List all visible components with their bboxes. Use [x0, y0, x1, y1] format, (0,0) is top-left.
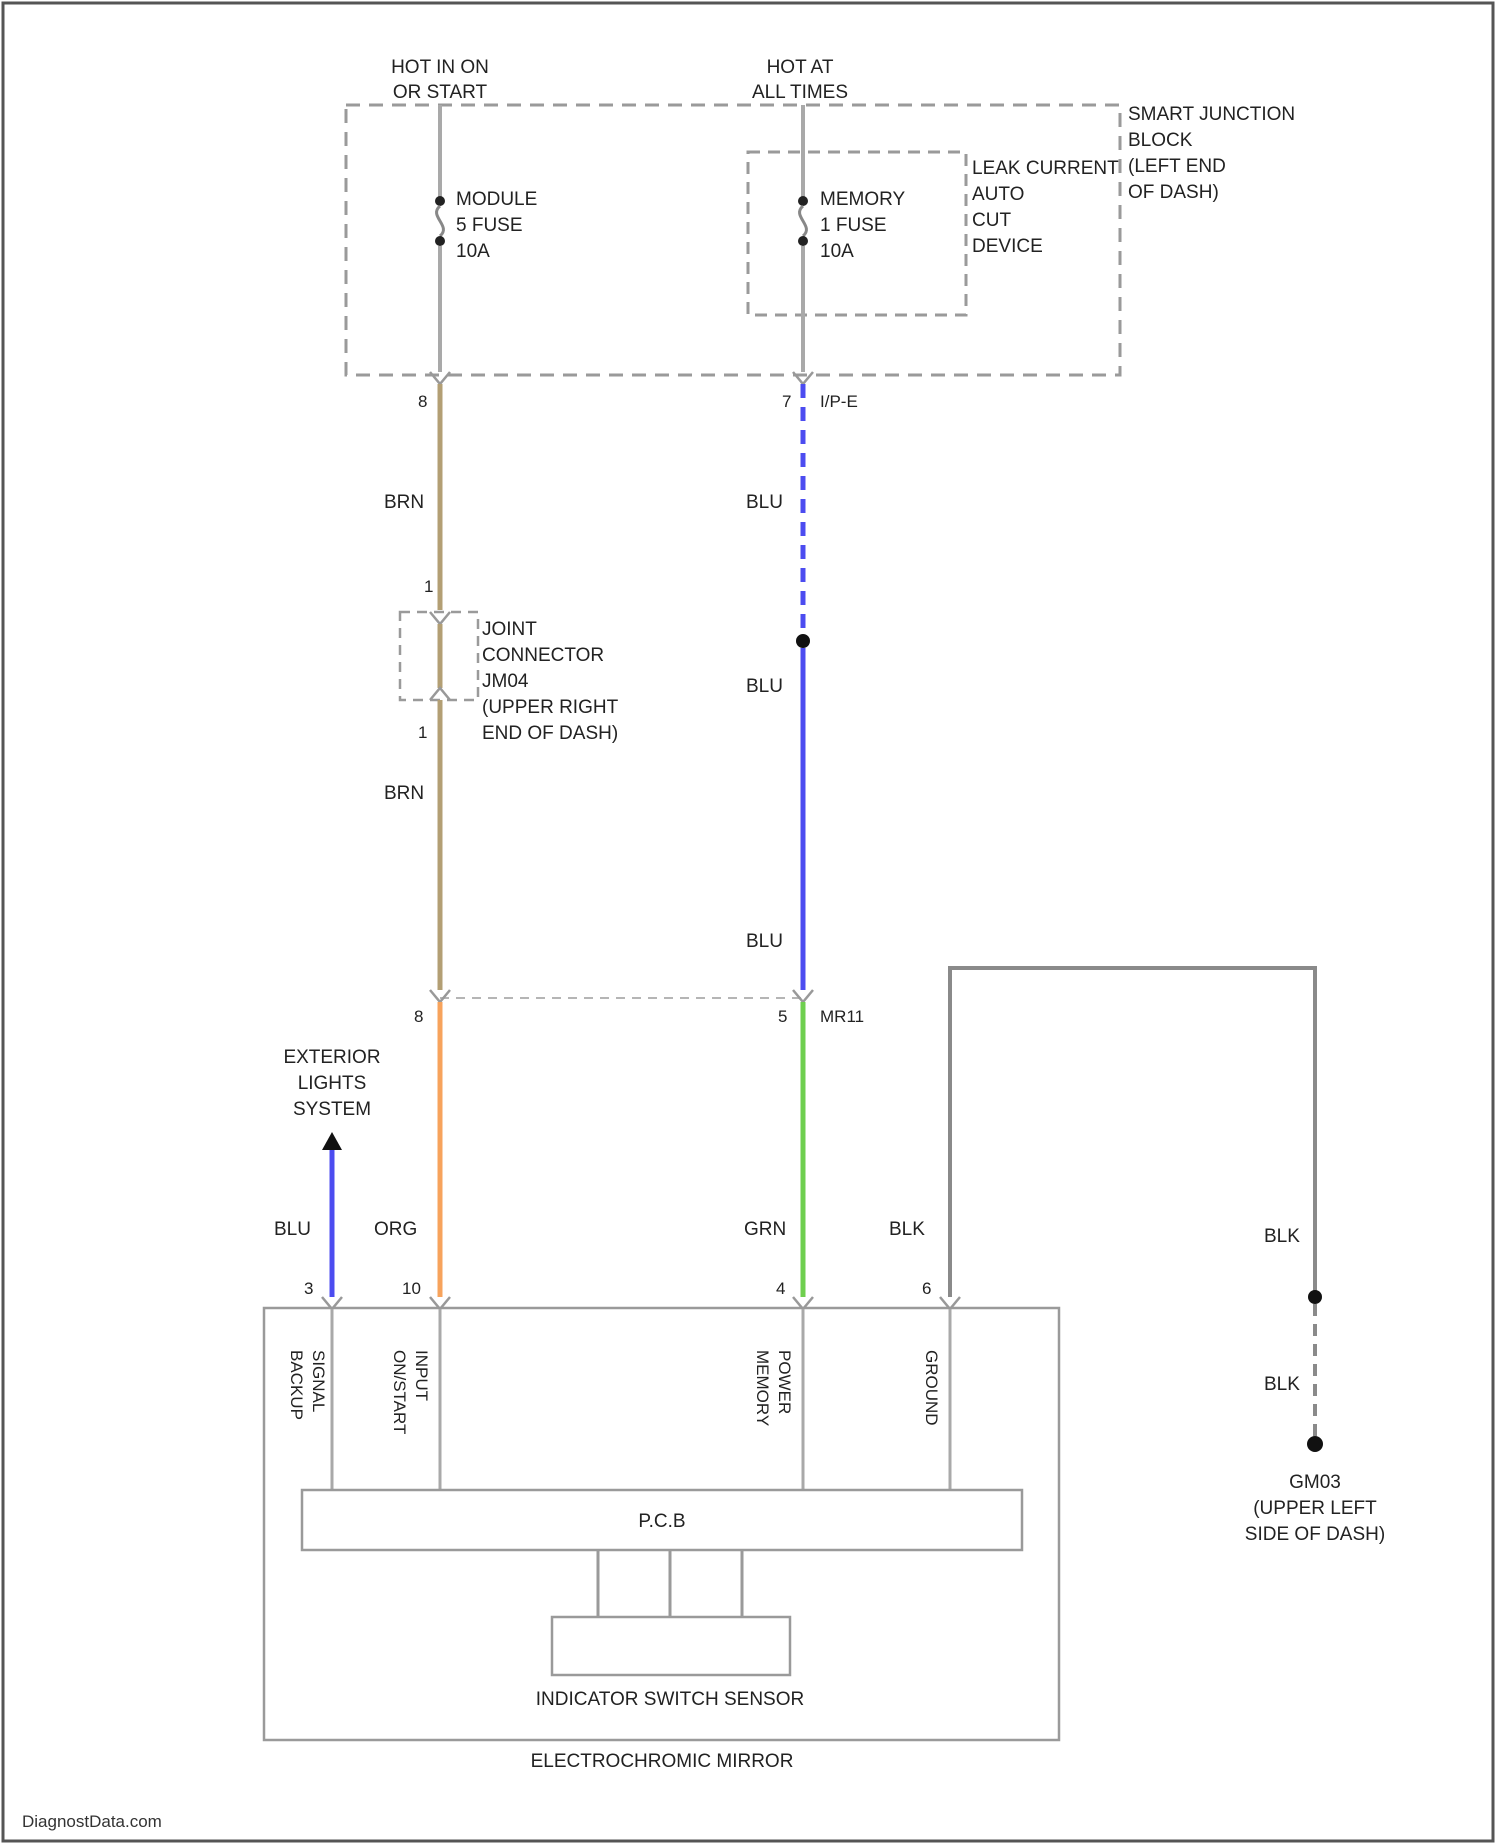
input-backup-line2: SIGNAL [309, 1350, 328, 1412]
source-left-line1: HOT IN ON [391, 57, 489, 78]
blu-lower-label: BLU [746, 931, 783, 952]
fuse-memory-name: MEMORY [820, 189, 905, 210]
fuse-module-rating: 10A [456, 241, 490, 262]
joint-bottom-terminal [430, 688, 450, 700]
mr11-left-terminal [430, 990, 450, 1002]
exterior-label-line2: LIGHTS [298, 1073, 367, 1094]
sjb-label-line3: (LEFT END [1128, 156, 1226, 177]
fuse-module-name: MODULE [456, 189, 537, 210]
input-backup-line1: BACKUP [287, 1350, 306, 1420]
mr11-right-terminal [793, 990, 813, 1002]
joint-bottom-pin: 1 [418, 723, 427, 742]
blu-splice-dot [796, 634, 810, 648]
brn-upper-label: BRN [384, 492, 424, 513]
org-label: ORG [374, 1219, 417, 1240]
blu-upper-label: BLU [746, 492, 783, 513]
mirror-pin-memory: 4 [776, 1279, 785, 1298]
fuse-module-symbol [437, 206, 444, 236]
joint-label-line5: END OF DASH) [482, 723, 618, 744]
blk-ground-upper-label: BLK [1264, 1226, 1300, 1247]
mr11-right-pin: 5 [778, 1007, 787, 1026]
watermark: DiagnostData.com [22, 1812, 162, 1831]
fuse-memory-number: 1 FUSE [820, 215, 887, 236]
fuse-module-terminal-top [435, 196, 445, 206]
grn-label: GRN [744, 1219, 786, 1240]
fuse-memory-rating: 10A [820, 241, 854, 262]
mr11-connector-id: MR11 [820, 1007, 864, 1026]
mirror-pin-onstart: 10 [402, 1279, 421, 1298]
indicator-sensor-box [552, 1617, 790, 1675]
pcb-label: P.C.B [638, 1511, 685, 1532]
leak-label-line3: CUT [972, 210, 1011, 231]
ground-point-line1: GM03 [1289, 1472, 1341, 1493]
exterior-label-line1: EXTERIOR [283, 1047, 380, 1068]
leak-label-line1: LEAK CURRENT [972, 158, 1119, 179]
fuse-module-number: 5 FUSE [456, 215, 523, 236]
joint-label-line2: CONNECTOR [482, 645, 604, 666]
sjb-left-terminal [430, 372, 450, 384]
sjb-label-line1: SMART JUNCTION [1128, 104, 1295, 125]
sjb-left-pin: 8 [418, 392, 427, 411]
ground-point-symbol [1307, 1436, 1323, 1452]
source-right-line2: ALL TIMES [752, 82, 848, 103]
joint-top-terminal [430, 612, 450, 624]
ground-point-line2: (UPPER LEFT [1253, 1498, 1377, 1519]
indicator-sensor-label: INDICATOR SWITCH SENSOR [536, 1689, 804, 1710]
sjb-right-connector-id: I/P-E [820, 392, 858, 411]
joint-label-line4: (UPPER RIGHT [482, 697, 619, 718]
joint-label-line3: JM04 [482, 671, 529, 692]
source-left-line2: OR START [393, 82, 488, 103]
mr11-left-pin: 8 [414, 1007, 423, 1026]
input-onstart-line2: INPUT [412, 1350, 431, 1401]
exterior-label-line3: SYSTEM [293, 1099, 371, 1120]
blu-exterior-label: BLU [274, 1219, 311, 1240]
input-memory-line1: MEMORY [753, 1350, 772, 1426]
blk-splice-dot [1308, 1290, 1322, 1304]
blk-ground-lower-label: BLK [1264, 1374, 1300, 1395]
page-border [3, 3, 1493, 1841]
exterior-arrow [322, 1132, 342, 1150]
blk-ground-wire [950, 968, 1315, 1297]
fuse-memory-symbol [800, 206, 807, 236]
mirror-pin-ground: 6 [922, 1279, 931, 1298]
input-onstart-line1: ON/START [390, 1350, 409, 1434]
fuse-memory-terminal-bottom [798, 236, 808, 246]
fuse-memory-terminal-top [798, 196, 808, 206]
input-memory-line2: POWER [775, 1350, 794, 1414]
blu-mid-label: BLU [746, 676, 783, 697]
joint-top-pin: 1 [424, 577, 433, 596]
sjb-right-pin: 7 [782, 392, 791, 411]
input-ground-line1: GROUND [922, 1350, 941, 1426]
sjb-label-line2: BLOCK [1128, 130, 1193, 151]
mirror-label: ELECTROCHROMIC MIRROR [531, 1751, 794, 1772]
leak-label-line4: DEVICE [972, 236, 1043, 257]
sjb-label-line4: OF DASH) [1128, 182, 1219, 203]
joint-label-line1: JOINT [482, 619, 537, 640]
leak-label-line2: AUTO [972, 184, 1024, 205]
fuse-module-terminal-bottom [435, 236, 445, 246]
blk-mirror-label: BLK [889, 1219, 925, 1240]
brn-lower-label: BRN [384, 783, 424, 804]
mirror-pin-backup: 3 [304, 1279, 313, 1298]
source-right-line1: HOT AT [767, 57, 834, 78]
ground-point-line3: SIDE OF DASH) [1245, 1524, 1385, 1545]
